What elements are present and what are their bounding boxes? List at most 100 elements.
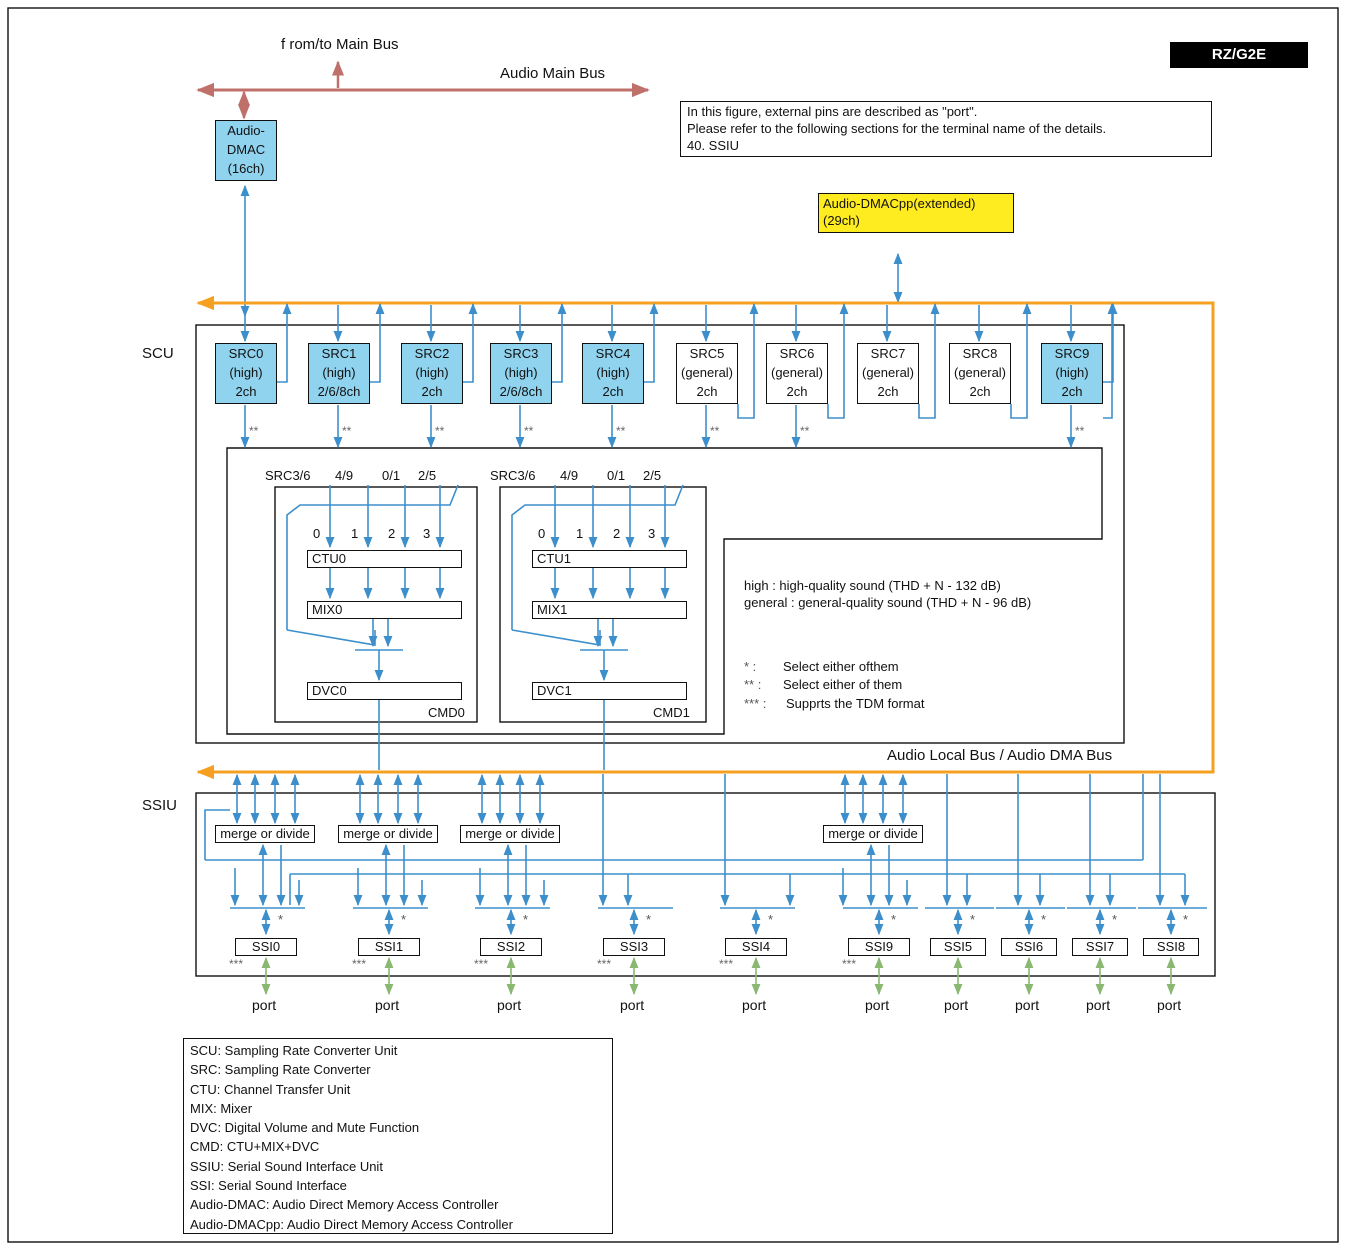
block-text: (high) xyxy=(1055,365,1089,380)
block-text: (high) xyxy=(322,365,356,380)
block-text: 2ch xyxy=(1061,384,1083,399)
ssi-block-ssi0: SSI0 xyxy=(235,938,297,956)
ssi-block-ssi4: SSI4 xyxy=(725,938,787,956)
select-either-mark: ** xyxy=(1075,424,1085,438)
select-either-mark: ** xyxy=(249,424,259,438)
audio-dmacpp-block: Audio-DMACpp(extended) (29ch) xyxy=(818,193,1014,233)
ssi-block-ssi2: SSI2 xyxy=(480,938,542,956)
tdm-support-mark: *** xyxy=(719,957,734,971)
select-either-mark: ** xyxy=(710,424,720,438)
cmd-channel-number: 2 xyxy=(388,526,396,541)
select-either-mark: * xyxy=(891,912,897,927)
cmd-input-label: 0/1 xyxy=(607,468,626,483)
ssi-block-ssi7: SSI7 xyxy=(1072,938,1128,956)
ctu-block: CTU1 xyxy=(532,550,687,568)
select-either-mark: ** xyxy=(524,424,534,438)
port-label: port xyxy=(375,997,400,1013)
note-line: Please refer to the following sections f… xyxy=(687,121,1107,136)
block-text: SSI7 xyxy=(1085,939,1115,954)
connector-path xyxy=(511,629,601,646)
ssi-block-ssi5: SSI5 xyxy=(930,938,986,956)
quality-note-high: high : high-quality sound (THD + N - 132… xyxy=(744,578,1001,593)
port-label: port xyxy=(865,997,890,1013)
audio-dmac-block: Audio- DMAC (16ch) xyxy=(215,120,277,181)
ctu-block: CTU0 xyxy=(307,550,462,568)
ssi-block-ssi6: SSI6 xyxy=(1001,938,1057,956)
block-text: SRC2 xyxy=(414,346,450,361)
cmd-channel-number: 1 xyxy=(576,526,584,541)
tdm-support-mark: *** xyxy=(842,957,857,971)
merge-divide-block: merge or divide xyxy=(338,825,438,843)
block-text: merge or divide xyxy=(343,826,433,841)
mix-block: MIX1 xyxy=(532,601,687,619)
local-bus-label: Audio Local Bus / Audio DMA Bus xyxy=(887,747,1113,764)
block-text: (high) xyxy=(229,365,263,380)
ssi-block-ssi3: SSI3 xyxy=(603,938,665,956)
src-block-src3: SRC3 (high) 2/6/8ch xyxy=(490,343,552,404)
cmd-input-label: 2/5 xyxy=(418,468,437,483)
port-label: port xyxy=(620,997,645,1013)
block-text: merge or divide xyxy=(465,826,555,841)
tdm-support-mark: *** xyxy=(597,957,612,971)
port-label: port xyxy=(742,997,767,1013)
ssiu-label: SSIU xyxy=(142,797,178,814)
dmac-line: Audio- xyxy=(227,123,265,138)
block-text: SSI0 xyxy=(251,939,281,954)
block-text: (high) xyxy=(504,365,538,380)
select-either-mark: ** xyxy=(616,424,626,438)
tdm-support-mark: *** xyxy=(352,957,367,971)
legend-entry: MIX: Mixer xyxy=(190,1100,253,1116)
select-either-mark: ** xyxy=(342,424,352,438)
block-text: SRC0 xyxy=(228,346,264,361)
block-text: 2ch xyxy=(421,384,443,399)
src-block-src2: SRC2 (high) 2ch xyxy=(401,343,463,404)
connector-path xyxy=(370,302,385,383)
connector-path xyxy=(286,629,376,646)
device-badge: RZ/G2E xyxy=(1170,42,1308,68)
block-text: 2/6/8ch xyxy=(499,384,543,399)
cmd-input-label: 4/9 xyxy=(560,468,579,483)
cmd-channel-number: 0 xyxy=(313,526,321,541)
dmacpp-line: Audio-DMACpp(extended) xyxy=(823,196,976,211)
legend-entry: SRC: Sampling Rate Converter xyxy=(190,1062,371,1078)
legend-entry: SSI: Serial Sound Interface xyxy=(190,1178,347,1194)
cmd-input-label: 2/5 xyxy=(643,468,662,483)
port-label: port xyxy=(1015,997,1040,1013)
src-block-src9: SRC9(high)2ch xyxy=(1041,343,1103,404)
legend-entry: SCU: Sampling Rate Converter Unit xyxy=(190,1043,398,1058)
star-note-text: Select either of them xyxy=(783,677,903,692)
port-label: port xyxy=(944,997,969,1013)
cmd-input-label: 4/9 xyxy=(335,468,354,483)
block-text: 2ch xyxy=(786,384,808,399)
cmd-channel-number: 0 xyxy=(538,526,546,541)
block-text: SRC3 xyxy=(503,346,539,361)
connector-path xyxy=(552,302,567,383)
audio-main-bus-label: Audio Main Bus xyxy=(500,65,606,82)
block-text: 2ch xyxy=(877,384,899,399)
abbreviation-legend: SCU: Sampling Rate Converter Unit SRC: S… xyxy=(183,1038,613,1234)
src-block-src1: SRC1(high)2/6/8ch xyxy=(308,343,370,404)
connector-path xyxy=(827,302,849,419)
block-text: SRC8 xyxy=(962,346,998,361)
legend-entry: CMD: CTU+MIX+DVC xyxy=(190,1139,320,1155)
block-text: SRC6 xyxy=(779,346,815,361)
legend-entry: Audio-DMAC: Audio Direct Memory Access C… xyxy=(190,1197,499,1213)
note-line: In this figure, external pins are descri… xyxy=(687,104,978,119)
select-either-mark: * xyxy=(401,912,407,927)
connector-path xyxy=(1103,302,1118,383)
connector-path xyxy=(463,302,478,383)
block-text: (high) xyxy=(415,365,449,380)
merge-divide-block: merge or divide xyxy=(215,825,315,843)
connector-path xyxy=(204,809,230,860)
block-text: (general) xyxy=(861,365,915,380)
cmd-label: CMD1 xyxy=(653,705,690,720)
port-label: port xyxy=(1157,997,1182,1013)
connector-path xyxy=(511,484,684,630)
select-either-mark: * xyxy=(1112,912,1118,927)
star-note-mark: * : xyxy=(744,659,757,674)
ssi-block-ssi1: SSI1 xyxy=(358,938,420,956)
block-text: SRC4 xyxy=(595,346,631,361)
block-text: SRC5 xyxy=(689,346,725,361)
block-text: SSI3 xyxy=(619,939,649,954)
src-block-src4: SRC4(high)2ch xyxy=(582,343,644,404)
